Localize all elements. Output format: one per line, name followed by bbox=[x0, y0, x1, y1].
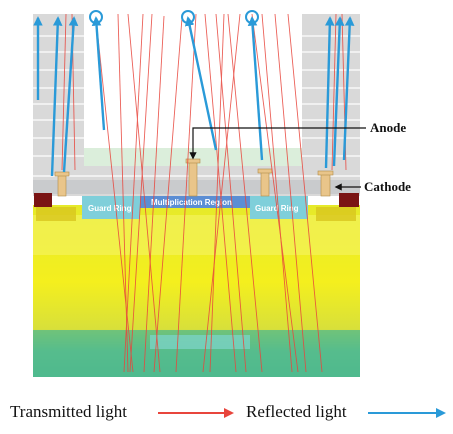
legend-reflected-arrow bbox=[368, 408, 446, 418]
legend-transmitted-label: Transmitted light bbox=[10, 402, 127, 421]
guard-ring-right bbox=[250, 196, 308, 219]
n-well-center bbox=[150, 335, 250, 349]
reflection-origin-markers bbox=[89, 10, 259, 24]
multiplication-region-label: Multiplication Region bbox=[151, 198, 232, 207]
guard-ring-left-label: Guard Ring bbox=[88, 204, 132, 213]
p-plus-right bbox=[339, 193, 359, 207]
legend-reflected-label: Reflected light bbox=[246, 402, 347, 421]
p-plus-left bbox=[34, 193, 52, 207]
cathode-label: Cathode bbox=[364, 179, 411, 194]
guard-ring-left bbox=[82, 196, 140, 219]
transmitted-light-rays bbox=[61, 13, 347, 373]
depletion-band bbox=[33, 215, 360, 255]
anode-label: Anode bbox=[370, 120, 406, 135]
p-well-left bbox=[36, 207, 76, 221]
reflected-light-rays bbox=[33, 16, 355, 177]
anode-leader bbox=[189, 127, 366, 160]
legend-transmitted-arrow bbox=[158, 408, 234, 418]
contacts bbox=[54, 158, 334, 197]
p-well-right bbox=[316, 207, 356, 221]
